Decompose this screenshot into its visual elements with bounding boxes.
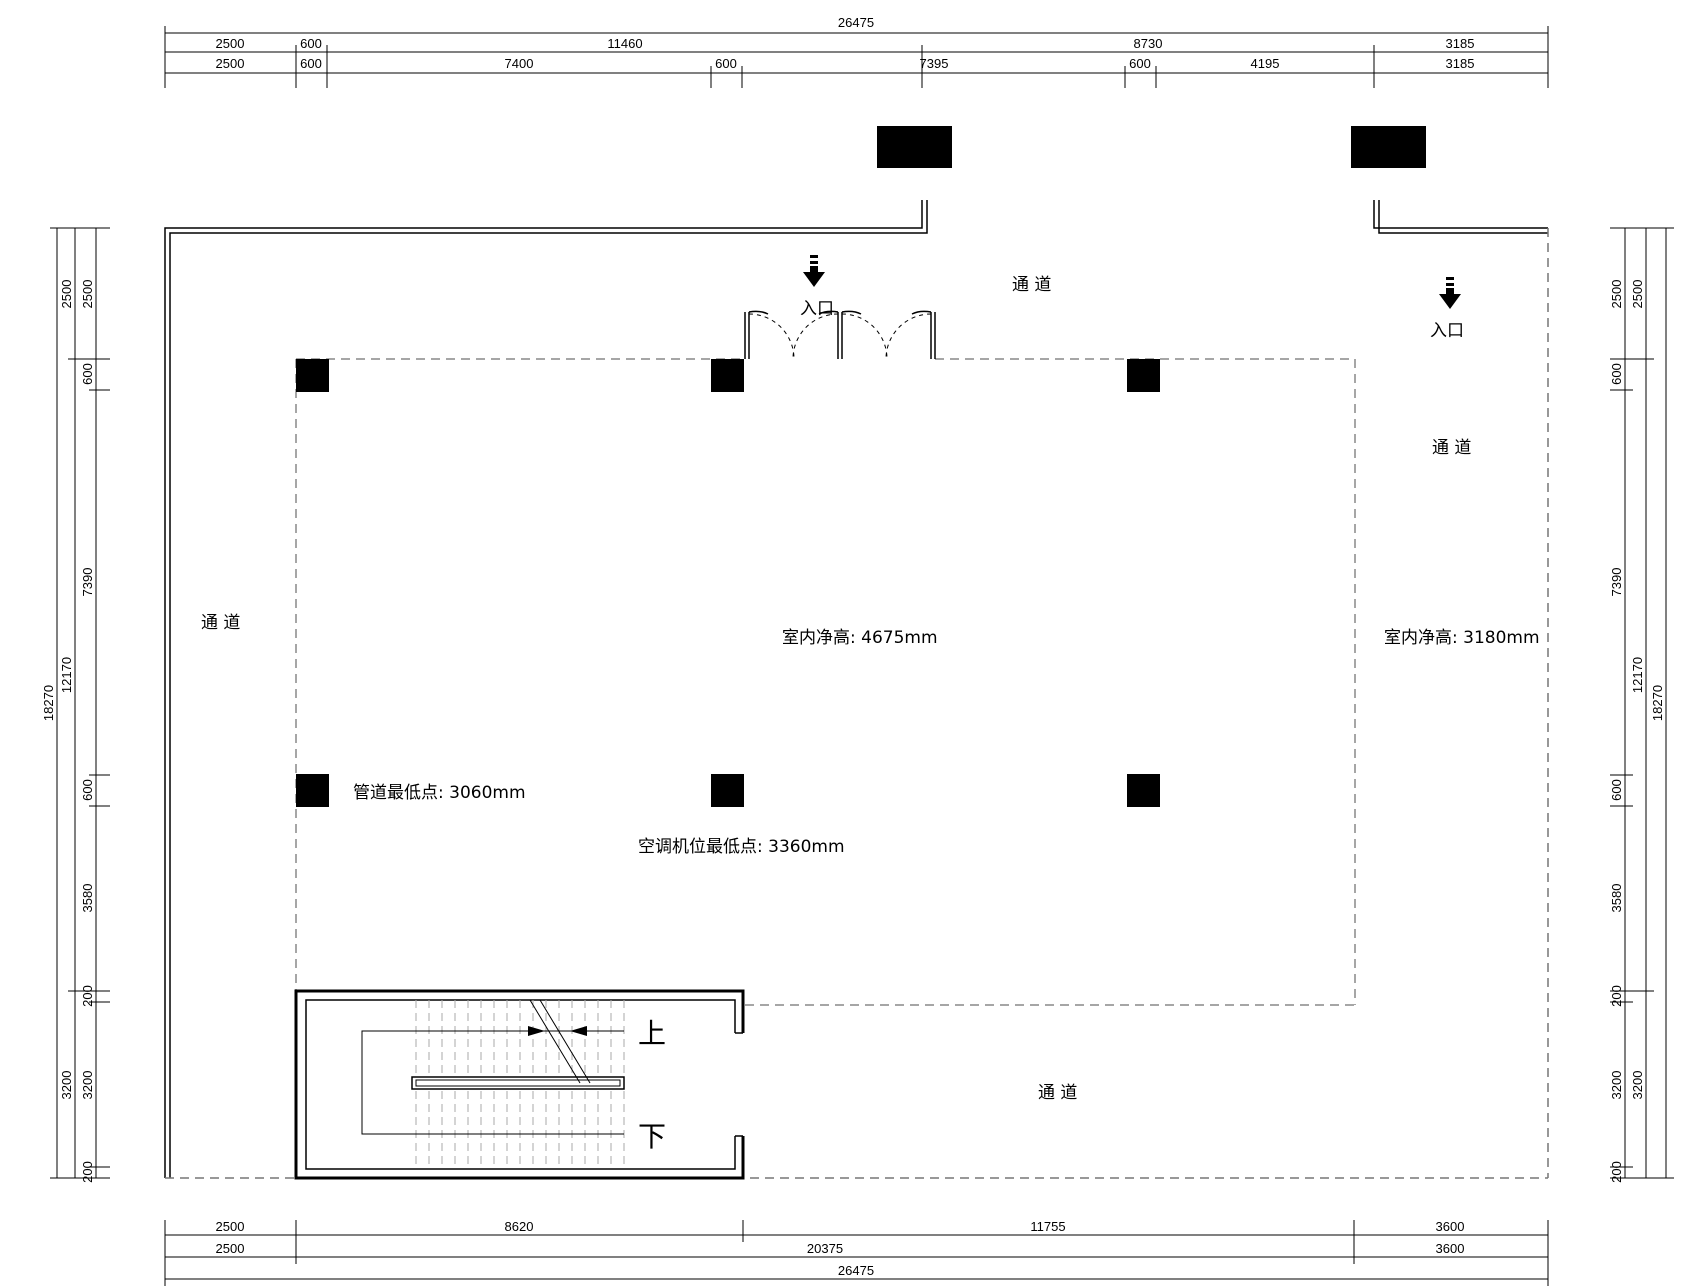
left-segment-dim: 7390 xyxy=(80,568,95,597)
top-dimension-chain: 26475 2500 600 11460 8730 3185 2500 600 … xyxy=(164,15,1549,88)
left-segment-dim: 200 xyxy=(80,1161,95,1183)
bottom-row1-dim: 8620 xyxy=(505,1219,534,1234)
left-dimension-chain: 18270 12170 2500 3200 2500 600 7390 600 … xyxy=(41,227,110,1183)
passage-label: 通 道 xyxy=(1012,275,1051,295)
left-mid-dim: 2500 xyxy=(59,280,74,309)
bottom-row2-dim: 20375 xyxy=(807,1241,843,1256)
structural-column xyxy=(1127,359,1160,392)
outer-walls xyxy=(164,200,1548,1178)
right-segment-dim: 2500 xyxy=(1609,280,1624,309)
left-mid-dim: 12170 xyxy=(59,657,74,693)
right-mid-dim: 3200 xyxy=(1630,1071,1645,1100)
right-mid-dim: 2500 xyxy=(1630,280,1645,309)
top-total-dim: 26475 xyxy=(838,15,874,30)
left-segment-dim: 200 xyxy=(80,985,95,1007)
right-segment-dim: 3580 xyxy=(1609,884,1624,913)
top-row2-dim: 600 xyxy=(300,56,322,71)
passage-label: 通 道 xyxy=(201,613,240,633)
stair-up-label: 上 xyxy=(638,1017,666,1050)
inner-room-boundary xyxy=(295,358,1356,1006)
structural-column xyxy=(711,359,744,392)
structural-column xyxy=(1127,774,1160,807)
bottom-row1-dim: 11755 xyxy=(1030,1219,1065,1234)
right-segment-dim: 7390 xyxy=(1609,568,1624,597)
right-mid-dim: 12170 xyxy=(1630,657,1645,693)
top-row2-dim: 2500 xyxy=(216,56,245,71)
stairwell: 上 下 xyxy=(294,989,745,1180)
top-row2-dim: 7395 xyxy=(920,56,949,71)
outdoor-unit xyxy=(1351,126,1426,168)
entrance-arrow-icon xyxy=(803,255,825,287)
right-segment-dim: 3200 xyxy=(1609,1071,1624,1100)
top-row2-dim: 3185 xyxy=(1446,56,1475,71)
right-dimension-chain: 2500 600 7390 600 3580 200 3200 200 2500… xyxy=(1609,227,1674,1183)
clear-height-label: 室内净高: 3180mm xyxy=(1384,628,1540,648)
right-total-dim: 18270 xyxy=(1650,685,1665,721)
stair-arrow-icon xyxy=(528,1026,545,1036)
top-row2-dim: 4195 xyxy=(1251,56,1280,71)
bottom-total-dim: 26475 xyxy=(838,1263,874,1278)
top-row1-dim: 600 xyxy=(300,36,322,51)
outdoor-unit xyxy=(877,126,952,168)
stair-down-label: 下 xyxy=(638,1120,666,1153)
left-segment-dim: 3580 xyxy=(80,884,95,913)
stair-arrow-icon xyxy=(570,1026,587,1036)
stair-handrail xyxy=(411,1076,625,1090)
left-total-dim: 18270 xyxy=(41,685,56,721)
right-segment-dim: 600 xyxy=(1609,363,1624,385)
bottom-row2-dim: 3600 xyxy=(1436,1241,1465,1256)
left-mid-dim: 3200 xyxy=(59,1071,74,1100)
right-segment-dim: 600 xyxy=(1609,779,1624,801)
top-row1-dim: 3185 xyxy=(1446,36,1475,51)
entrance-double-door xyxy=(744,310,936,360)
left-segment-dim: 600 xyxy=(80,363,95,385)
left-segment-dim: 600 xyxy=(80,779,95,801)
passage-label: 通 道 xyxy=(1432,438,1471,458)
entrance-arrow-icon xyxy=(1439,277,1461,309)
bottom-row1-dim: 2500 xyxy=(216,1219,245,1234)
top-row1-dim: 8730 xyxy=(1134,36,1163,51)
right-segment-dim: 200 xyxy=(1609,985,1624,1007)
structural-column xyxy=(711,774,744,807)
top-row2-dim: 7400 xyxy=(505,56,534,71)
bottom-dimension-chain: 2500 8620 11755 3600 2500 20375 3600 264… xyxy=(164,1219,1549,1286)
passage-label: 通 道 xyxy=(1038,1083,1077,1103)
ac-lowest-label: 空调机位最低点: 3360mm xyxy=(638,837,845,857)
structural-column xyxy=(296,774,329,807)
bottom-row1-dim: 3600 xyxy=(1436,1219,1465,1234)
bottom-row2-dim: 2500 xyxy=(216,1241,245,1256)
left-segment-dim: 3200 xyxy=(80,1071,95,1100)
top-row2-dim: 600 xyxy=(715,56,737,71)
clear-height-label: 室内净高: 4675mm xyxy=(782,628,938,648)
top-row1-dim: 2500 xyxy=(216,36,245,51)
top-row2-dim: 600 xyxy=(1129,56,1151,71)
structural-column xyxy=(296,359,329,392)
pipe-lowest-label: 管道最低点: 3060mm xyxy=(353,783,526,803)
top-row1-dim: 11460 xyxy=(607,36,642,51)
entrance-label: 入口 xyxy=(800,299,834,319)
entrance-label: 入口 xyxy=(1430,321,1464,341)
right-segment-dim: 200 xyxy=(1609,1161,1624,1183)
left-segment-dim: 2500 xyxy=(80,280,95,309)
